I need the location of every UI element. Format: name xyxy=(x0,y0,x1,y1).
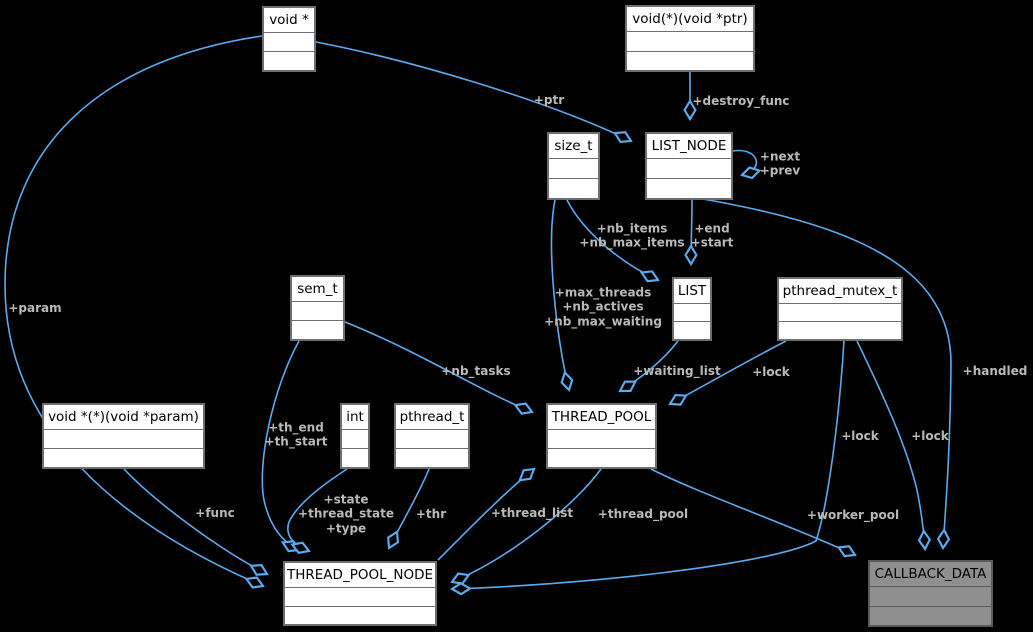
edge-lock-thread-pool xyxy=(670,340,787,404)
method-compartment xyxy=(342,449,368,467)
edge-th-end-start xyxy=(261,340,299,550)
attr-compartment xyxy=(548,430,655,449)
class-title: void * xyxy=(264,8,314,33)
method-compartment xyxy=(548,449,655,467)
class-title: pthread_t xyxy=(396,405,468,430)
edge-end-start xyxy=(691,199,692,264)
class-title: THREAD_POOL_NODE xyxy=(285,563,435,588)
method-compartment xyxy=(285,607,435,625)
attr-compartment xyxy=(627,32,753,52)
edge-lock-thread-pool-node xyxy=(452,340,845,589)
edge-ptr xyxy=(315,41,631,141)
method-compartment xyxy=(396,449,468,467)
attr-compartment xyxy=(292,302,343,321)
edge-thread-pool-member xyxy=(452,468,602,582)
class-title: CALLBACK_DATA xyxy=(870,562,991,587)
edge-waiting-list xyxy=(620,340,679,391)
class-box-pthread-t[interactable]: pthread_t xyxy=(394,403,470,469)
class-box-callback-data[interactable]: CALLBACK_DATA xyxy=(868,560,993,627)
method-compartment xyxy=(292,321,343,339)
method-compartment xyxy=(264,52,314,70)
attr-compartment xyxy=(285,588,435,607)
attr-compartment xyxy=(647,159,731,179)
attr-compartment xyxy=(342,430,368,449)
class-box-pthread-mutex-t[interactable]: pthread_mutex_t xyxy=(777,277,903,341)
attr-compartment xyxy=(674,304,710,322)
method-compartment xyxy=(647,179,731,198)
edge-nb-items xyxy=(566,199,658,280)
class-title: size_t xyxy=(549,134,598,159)
class-box-void-fn-param[interactable]: void *(*)(void *param) xyxy=(42,403,205,469)
edge-worker-pool xyxy=(650,468,855,555)
class-box-void-fn-ptr[interactable]: void(*)(void *ptr) xyxy=(625,5,755,72)
class-title: LIST xyxy=(674,279,710,304)
class-title: int xyxy=(342,405,368,430)
edge-param xyxy=(4,35,263,586)
class-box-void-ptr[interactable]: void * xyxy=(262,6,316,72)
class-box-thread-pool[interactable]: THREAD_POOL xyxy=(546,403,657,469)
class-title: LIST_NODE xyxy=(647,134,731,159)
class-title: sem_t xyxy=(292,277,343,302)
attr-compartment xyxy=(44,430,203,449)
class-title: THREAD_POOL xyxy=(548,405,655,430)
method-compartment xyxy=(674,322,710,339)
class-title: void *(*)(void *param) xyxy=(44,405,203,430)
attr-compartment xyxy=(264,33,314,52)
edge-next-prev xyxy=(732,149,756,175)
class-box-thread-pool-node[interactable]: THREAD_POOL_NODE xyxy=(283,561,437,626)
method-compartment xyxy=(870,607,991,626)
method-compartment xyxy=(627,52,753,71)
method-compartment xyxy=(549,179,598,198)
edge-max-threads xyxy=(550,199,569,390)
method-compartment xyxy=(779,322,901,339)
method-compartment xyxy=(44,449,203,467)
class-box-sem-t[interactable]: sem_t xyxy=(290,275,345,341)
edge-thread-list xyxy=(437,469,534,561)
class-title: pthread_mutex_t xyxy=(779,279,901,304)
class-title: void(*)(void *ptr) xyxy=(627,7,753,32)
class-box-int[interactable]: int xyxy=(340,403,370,469)
edge-thr xyxy=(389,468,430,548)
attr-compartment xyxy=(396,430,468,449)
attr-compartment xyxy=(549,159,598,179)
edge-state-thread-state-type xyxy=(287,468,348,551)
class-box-list-node[interactable]: LIST_NODE xyxy=(645,132,733,200)
attr-compartment xyxy=(870,587,991,607)
edge-func xyxy=(123,468,267,574)
attr-compartment xyxy=(779,304,901,322)
edge-lock-callback-data xyxy=(856,340,925,549)
edge-nb-tasks xyxy=(344,321,532,412)
class-box-list[interactable]: LIST xyxy=(672,277,712,341)
edge-handled xyxy=(702,198,952,548)
class-box-size-t[interactable]: size_t xyxy=(547,132,600,200)
